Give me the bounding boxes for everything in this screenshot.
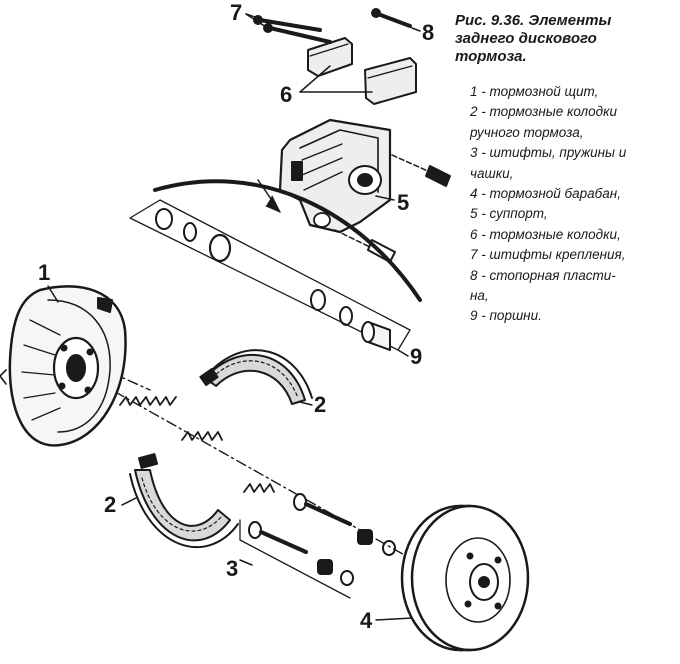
legend-line: 6 - тормозные колодки, xyxy=(470,226,621,242)
callout-2b: 2 xyxy=(104,492,117,517)
return-springs xyxy=(119,396,275,493)
caption-line: заднего дискового xyxy=(455,30,597,47)
handbrake-shoe-upper xyxy=(199,349,313,405)
brake-pads xyxy=(307,37,417,105)
locking-plate xyxy=(371,8,412,28)
handbrake-shoe-lower xyxy=(129,453,239,549)
leader-6 xyxy=(299,65,373,93)
caption-line: тормоза. xyxy=(455,48,527,65)
leader-9 xyxy=(397,349,409,357)
parts-legend: 1 - тормозной щит, 2 - тормозные колодки… xyxy=(470,82,680,327)
callout-7: 7 xyxy=(230,0,243,25)
legend-line: 1 - тормозной щит, xyxy=(470,84,599,99)
callout-8: 8 xyxy=(422,20,435,45)
legend-line: 2 - тормозные колодки xyxy=(470,104,618,120)
callout-1: 1 xyxy=(38,260,51,285)
leader-7 xyxy=(245,13,267,28)
leader-8 xyxy=(411,27,421,32)
callout-3: 3 xyxy=(226,556,239,581)
legend-line: 3 - штифты, пружины и xyxy=(470,145,627,161)
legend-line: на, xyxy=(470,288,489,304)
legend-line: 9 - поршни. xyxy=(470,308,542,324)
figure-caption: Рис. 9.36. Элементы заднего дискового то… xyxy=(455,12,675,66)
pins-springs-cups xyxy=(239,493,396,599)
legend-line: 5 - суппорт, xyxy=(470,206,548,222)
caliper xyxy=(278,118,451,263)
callout-4: 4 xyxy=(360,608,373,633)
leader-2b xyxy=(121,497,137,506)
pistons-panel xyxy=(129,179,422,351)
leader-4 xyxy=(375,617,413,621)
brake-drum xyxy=(400,504,530,652)
leader-5 xyxy=(375,195,395,201)
leader-2a xyxy=(299,401,313,406)
callout-5: 5 xyxy=(397,190,410,215)
legend-line: ручного тормоза, xyxy=(470,124,584,140)
brake-shield xyxy=(0,285,127,447)
callout-6: 6 xyxy=(280,82,293,107)
legend-line: 4 - тормозной барабан, xyxy=(470,186,621,202)
legend-line: 7 - штифты крепления, xyxy=(470,247,626,263)
callout-2a: 2 xyxy=(314,392,327,417)
leader-3 xyxy=(239,559,253,566)
legend-line: 8 - стопорная пласти- xyxy=(470,267,616,283)
callout-9: 9 xyxy=(410,344,423,369)
mounting-pins xyxy=(253,15,332,44)
caption-line: Рис. 9.36. Элементы xyxy=(455,12,612,29)
leader-1 xyxy=(47,285,59,303)
legend-line: чашки, xyxy=(470,165,514,181)
